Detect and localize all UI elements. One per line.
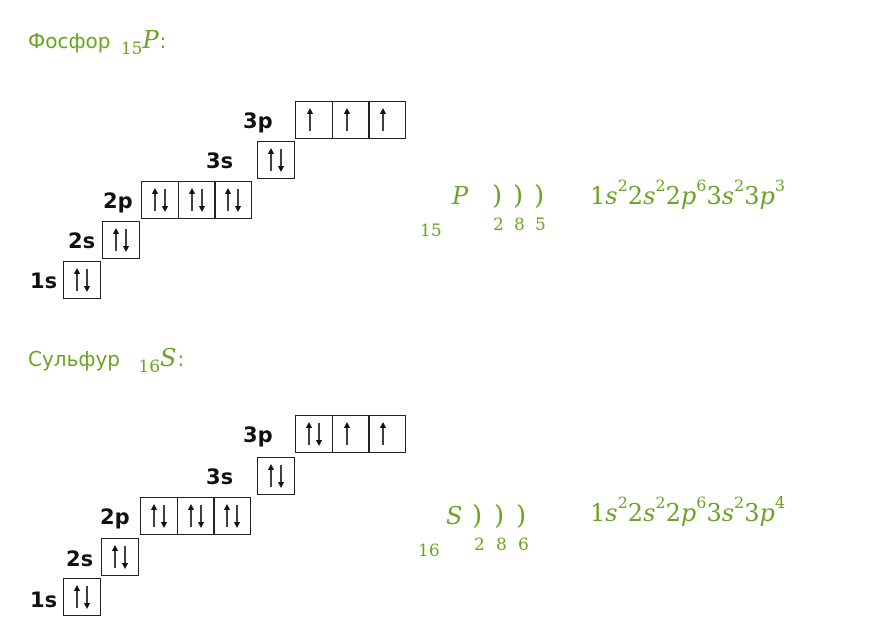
shell-count: 5	[535, 215, 546, 235]
orbital-box	[213, 497, 251, 535]
shell-bracket: )	[472, 501, 483, 531]
up-spin-arrow-icon	[379, 108, 387, 131]
orbital-row-2s	[102, 221, 140, 259]
level-label-2s: 2s	[66, 547, 94, 571]
orbital-box	[257, 457, 295, 495]
orbital-box	[176, 497, 215, 535]
paired-spin-arrows-icon	[151, 188, 169, 212]
orbital-box	[368, 101, 406, 139]
paired-spin-arrows-icon	[224, 188, 242, 212]
phosphorus-atomic-number: 15	[120, 39, 143, 59]
sulfur-shell-scheme: 16 S ) ) ) 2 8 6	[418, 501, 558, 561]
orbital-box	[257, 141, 295, 179]
shell-count: 8	[514, 215, 525, 235]
level-label-3s: 3s	[206, 149, 234, 173]
paired-spin-arrows-icon	[111, 545, 129, 569]
level-label-2p: 2p	[100, 505, 130, 529]
phosphorus-electron-configuration: 1s22s22p63s23p3	[590, 176, 786, 210]
subshell-term: 2s2	[627, 493, 666, 527]
subshell-term: 1s2	[590, 176, 628, 210]
orbital-row-3p	[295, 101, 406, 139]
subshell-term: 2p6	[665, 493, 707, 527]
shell-atomic-number: 15	[420, 221, 442, 241]
orbital-box	[331, 415, 370, 453]
level-label-2p: 2p	[103, 189, 133, 213]
orbital-box	[63, 578, 101, 616]
shell-atomic-number: 16	[418, 541, 440, 561]
level-label-1s: 1s	[30, 269, 58, 293]
paired-spin-arrows-icon	[267, 148, 285, 172]
shell-count: 8	[496, 535, 507, 555]
up-spin-arrow-icon	[306, 108, 314, 131]
paired-spin-arrows-icon	[305, 422, 323, 446]
subshell-term: 3s2	[706, 493, 745, 527]
level-label-3p: 3p	[243, 423, 273, 447]
shell-bracket: )	[516, 501, 527, 531]
orbital-box	[214, 181, 252, 219]
sulfur-colon: :	[177, 347, 185, 371]
phosphorus-symbol: P	[142, 26, 159, 54]
orbital-box	[63, 261, 101, 299]
shell-bracket: )	[534, 181, 545, 211]
orbital-row-3p	[295, 415, 406, 453]
paired-spin-arrows-icon	[188, 188, 205, 212]
shell-bracket: )	[494, 501, 505, 531]
shell-count: 2	[493, 215, 504, 235]
paired-spin-arrows-icon	[112, 228, 130, 252]
paired-spin-arrows-icon	[267, 464, 285, 488]
phosphorus-shell-scheme: 15 P ) ) ) 2 8 5	[420, 181, 560, 241]
shell-bracket: )	[492, 181, 503, 211]
orbital-row-1s	[63, 578, 101, 616]
orbital-row-1s	[63, 261, 101, 299]
level-label-2s: 2s	[68, 229, 96, 253]
orbital-box	[101, 538, 139, 576]
sulfur-name: Сульфур	[28, 347, 121, 371]
orbital-row-3s	[257, 141, 295, 179]
paired-spin-arrows-icon	[150, 504, 168, 528]
orbital-box	[177, 181, 216, 219]
orbital-box	[331, 101, 370, 139]
paired-spin-arrows-icon	[73, 585, 91, 609]
up-spin-arrow-icon	[343, 422, 350, 445]
paired-spin-arrows-icon	[73, 268, 91, 292]
phosphorus-colon: :	[159, 29, 167, 53]
sulfur-electron-configuration: 1s22s22p63s23p4	[590, 493, 786, 527]
orbital-row-2p	[141, 181, 252, 219]
shell-bracket: )	[513, 181, 524, 211]
orbital-box	[102, 221, 140, 259]
phosphorus-name: Фосфор	[28, 29, 111, 53]
orbital-box	[368, 415, 406, 453]
orbital-row-2s	[101, 538, 139, 576]
paired-spin-arrows-icon	[223, 504, 241, 528]
subshell-term: 3p4	[744, 493, 786, 527]
phosphorus-heading: Фосфор 15P:	[28, 26, 167, 59]
orbital-row-3s	[257, 457, 295, 495]
subshell-term: 3s2	[706, 176, 745, 210]
level-label-3s: 3s	[206, 465, 234, 489]
level-label-3p: 3p	[243, 109, 273, 133]
up-spin-arrow-icon	[379, 422, 387, 445]
orbital-box	[141, 181, 179, 219]
sulfur-atomic-number: 16	[138, 357, 161, 377]
orbital-row-2p	[140, 497, 251, 535]
orbital-box	[295, 415, 333, 453]
subshell-term: 2p6	[665, 176, 707, 210]
subshell-term: 2s2	[627, 176, 666, 210]
level-label-1s: 1s	[30, 588, 58, 612]
up-spin-arrow-icon	[343, 108, 350, 131]
orbital-box	[295, 101, 333, 139]
subshell-term: 3p3	[744, 176, 786, 210]
sulfur-symbol: S	[160, 344, 177, 372]
subshell-term: 1s2	[590, 493, 628, 527]
shell-count: 6	[518, 535, 529, 555]
shell-element-symbol: S	[446, 502, 463, 530]
orbital-box	[140, 497, 178, 535]
sulfur-heading: Сульфур 16S:	[28, 344, 185, 377]
shell-count: 2	[474, 535, 485, 555]
paired-spin-arrows-icon	[187, 504, 204, 528]
shell-element-symbol: P	[452, 182, 469, 210]
